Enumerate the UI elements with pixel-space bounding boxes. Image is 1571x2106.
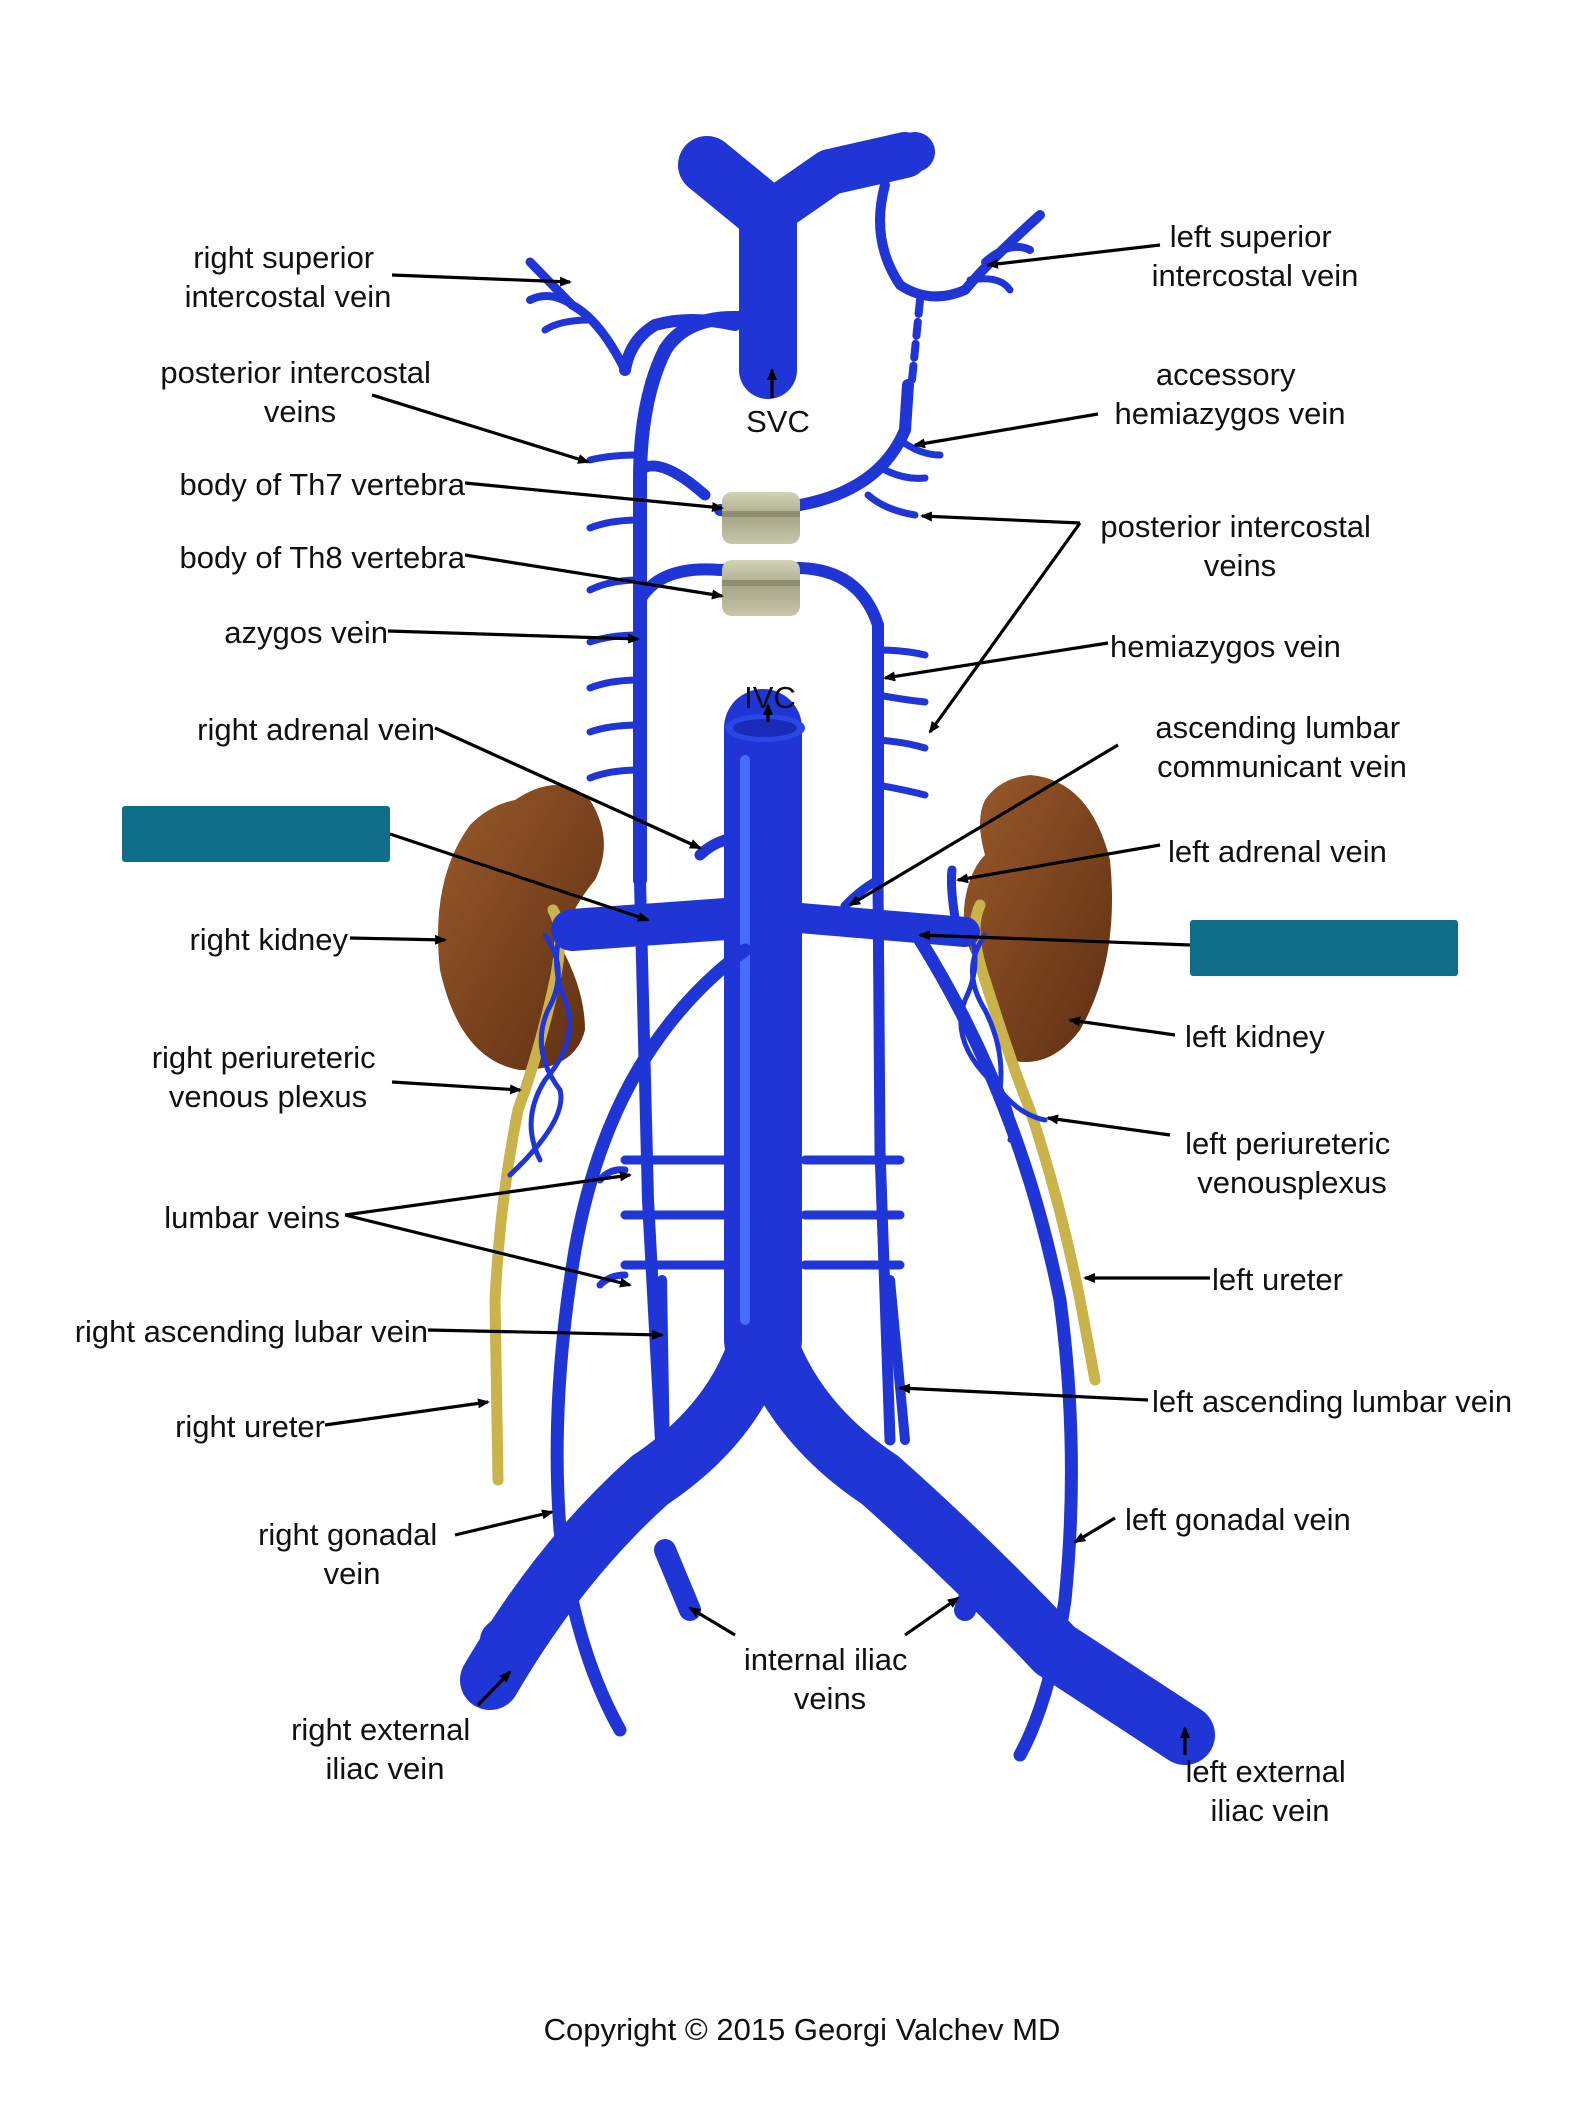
label-left-gonadal-vein: left gonadal vein [1125, 1502, 1351, 1537]
lumbar-veins [596, 1155, 905, 1289]
right-adrenal-vein [694, 834, 731, 861]
right-ascending-lumbar-vein [657, 1275, 670, 1465]
left-superior-intercostal-vein [875, 180, 1045, 384]
label-right-gonadal-vein: right gonadal vein [258, 1517, 446, 1591]
right-periureteric-venous-plexus [507, 917, 572, 1178]
th8-vertebra [722, 560, 800, 616]
vein-anatomy [438, 132, 1215, 1765]
ascending-lumbar-communicant-vein [840, 875, 883, 911]
label-left-adrenal-vein: left adrenal vein [1168, 834, 1387, 869]
labels: right superior intercostal vein left sup… [75, 219, 1512, 1828]
left-adrenal-vein [946, 865, 960, 923]
azygos-vein [633, 311, 767, 1466]
label-right-ascending-lubar-vein: right ascending lubar vein [75, 1314, 428, 1349]
pointer-lines [324, 243, 1210, 1755]
label-posterior-intercostal-veins-right: posterior intercostal veins [160, 355, 439, 429]
label-ascending-lumbar-communicant-vein: ascending lumbar communicant vein [1155, 710, 1408, 784]
label-azygos-vein: azygos vein [224, 615, 388, 650]
th7-vertebra [722, 492, 800, 544]
label-hemiazygos-vein: hemiazygos vein [1110, 629, 1341, 664]
label-left-kidney: left kidney [1185, 1019, 1325, 1054]
left-gonadal-vein [913, 933, 1078, 1762]
label-left-ascending-lumbar-vein: left ascending lumbar vein [1152, 1384, 1512, 1419]
label-ivc: IVC [744, 680, 796, 715]
label-posterior-intercostal-veins-left: posterior intercostal veins [1100, 509, 1379, 583]
left-kidney [963, 775, 1112, 1062]
renal-veins [551, 897, 980, 951]
label-left-ureter: left ureter [1212, 1262, 1343, 1297]
blank-label-box-left-renal[interactable] [1190, 920, 1458, 976]
label-right-external-iliac-vein: right external iliac vein [291, 1712, 479, 1786]
internal-iliac-veins [654, 1539, 996, 1621]
hemiazygos-vein [634, 562, 929, 1446]
left-ascending-lumbar-vein [885, 1275, 910, 1445]
label-lumbar-veins: lumbar veins [164, 1200, 340, 1235]
label-right-ureter: right ureter [175, 1409, 325, 1444]
label-left-periureteric-venousplexus: left periureteric venousplexus [1185, 1126, 1399, 1200]
label-internal-iliac-veins: internal iliac veins [744, 1642, 916, 1716]
label-right-superior-intercostal-vein: right superior intercostal vein [185, 240, 392, 314]
copyright-notice: Copyright © 2015 Georgi Valchev MD [544, 2012, 1061, 2047]
label-right-periureteric-venous-plexus: right periureteric venous plexus [152, 1040, 385, 1114]
superior-vena-cava [678, 132, 935, 399]
label-left-external-iliac-vein: left external iliac vein [1186, 1754, 1355, 1828]
external-iliac-veins [470, 1570, 1203, 1758]
right-gonadal-vein [550, 943, 752, 1737]
label-body-of-th7-vertebra: body of Th7 vertebra [180, 467, 466, 502]
label-svc: SVC [746, 404, 810, 439]
label-right-kidney: right kidney [189, 922, 348, 957]
blank-label-box-right-renal[interactable] [122, 806, 390, 862]
label-body-of-th8-vertebra: body of Th8 vertebra [180, 540, 466, 575]
label-right-adrenal-vein: right adrenal vein [197, 712, 435, 747]
right-posterior-intercostal-veins [586, 451, 644, 782]
label-accessory-hemiazygos-vein: accessory hemiazygos vein [1115, 357, 1346, 431]
label-left-superior-intercostal-vein: left superior intercostal vein [1152, 219, 1359, 293]
